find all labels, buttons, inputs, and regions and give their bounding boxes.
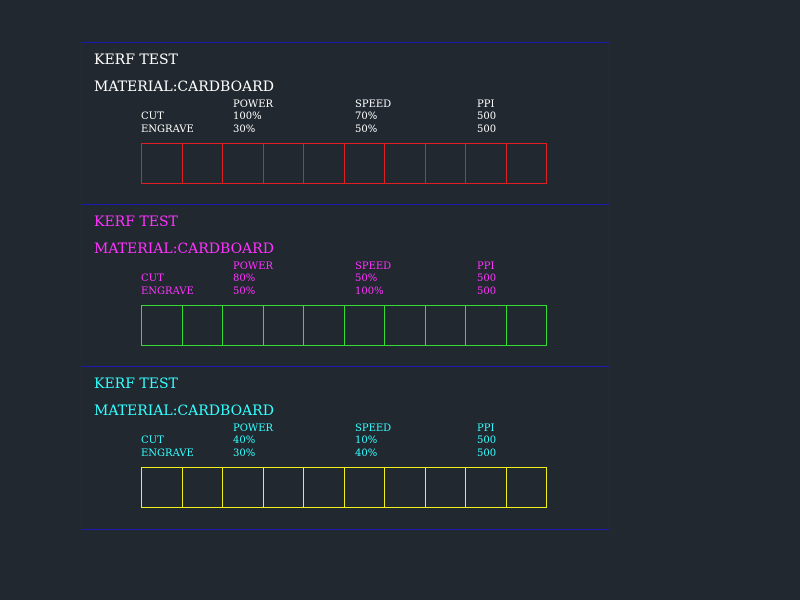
material-label: MATERIAL:CARDBOARD [94, 79, 274, 95]
test-cell-strip [141, 305, 547, 346]
test-cell [262, 467, 303, 508]
column-header: PPI [477, 423, 495, 434]
test-cell [181, 305, 222, 346]
column-header: SPEED [355, 261, 392, 272]
test-cell [424, 305, 465, 346]
material-label: MATERIAL:CARDBOARD [94, 403, 274, 419]
kerf-test-panel: KERF TEST MATERIAL:CARDBOARD POWER SPEED PPI… [82, 43, 609, 205]
test-cell [343, 467, 384, 508]
test-cell [303, 143, 344, 184]
column-header: PPI [477, 261, 495, 272]
test-cell [465, 467, 506, 508]
test-cell [505, 143, 547, 184]
kerf-test-panel: KERF TEST MATERIAL:CARDBOARD POWER SPEED PPI… [82, 367, 609, 529]
row-label: ENGRAVE [141, 124, 194, 135]
row-value-ppi: 500 [477, 286, 497, 297]
test-cell [222, 143, 263, 184]
row-value-power: 30% [233, 124, 256, 135]
row-value-speed: 70% [355, 111, 378, 122]
test-cell [384, 467, 425, 508]
column-header: POWER [233, 99, 274, 110]
kerf-test-panel: KERF TEST MATERIAL:CARDBOARD POWER SPEED PPI… [82, 205, 609, 367]
test-cell [424, 467, 465, 508]
test-cell [222, 467, 263, 508]
row-label: ENGRAVE [141, 448, 194, 459]
row-value-ppi: 500 [477, 124, 497, 135]
test-cell [505, 305, 547, 346]
row-label: CUT [141, 435, 164, 446]
test-cell-strip [141, 143, 547, 184]
test-cell [262, 305, 303, 346]
column-header: SPEED [355, 99, 392, 110]
test-cell [465, 305, 506, 346]
row-value-speed: 40% [355, 448, 378, 459]
panel-title: KERF TEST [94, 376, 178, 392]
test-cell [222, 305, 263, 346]
test-cell [181, 143, 222, 184]
row-label: ENGRAVE [141, 286, 194, 297]
test-cell [141, 467, 182, 508]
test-cell [384, 143, 425, 184]
row-value-ppi: 500 [477, 273, 497, 284]
drawing-frame: KERF TEST MATERIAL:CARDBOARD POWER SPEED PPI… [81, 42, 610, 530]
row-value-power: 80% [233, 273, 256, 284]
test-cell [303, 467, 344, 508]
test-cell [424, 143, 465, 184]
test-cell [465, 143, 506, 184]
row-value-speed: 10% [355, 435, 378, 446]
panel-title: KERF TEST [94, 214, 178, 230]
column-header: SPEED [355, 423, 392, 434]
material-label: MATERIAL:CARDBOARD [94, 241, 274, 257]
row-value-power: 100% [233, 111, 262, 122]
row-value-speed: 100% [355, 286, 384, 297]
row-label: CUT [141, 111, 164, 122]
test-cell [181, 467, 222, 508]
test-cell [141, 143, 182, 184]
column-header: POWER [233, 261, 274, 272]
test-cell [141, 305, 182, 346]
test-cell [343, 143, 384, 184]
test-cell [384, 305, 425, 346]
row-value-ppi: 500 [477, 111, 497, 122]
row-value-speed: 50% [355, 273, 378, 284]
column-header: PPI [477, 99, 495, 110]
row-value-power: 50% [233, 286, 256, 297]
row-value-speed: 50% [355, 124, 378, 135]
test-cell [343, 305, 384, 346]
test-cell-strip [141, 467, 547, 508]
column-header: POWER [233, 423, 274, 434]
row-label: CUT [141, 273, 164, 284]
row-value-power: 40% [233, 435, 256, 446]
row-value-ppi: 500 [477, 448, 497, 459]
row-value-ppi: 500 [477, 435, 497, 446]
test-cell [505, 467, 547, 508]
row-value-power: 30% [233, 448, 256, 459]
test-cell [303, 305, 344, 346]
panel-title: KERF TEST [94, 52, 178, 68]
test-cell [262, 143, 303, 184]
